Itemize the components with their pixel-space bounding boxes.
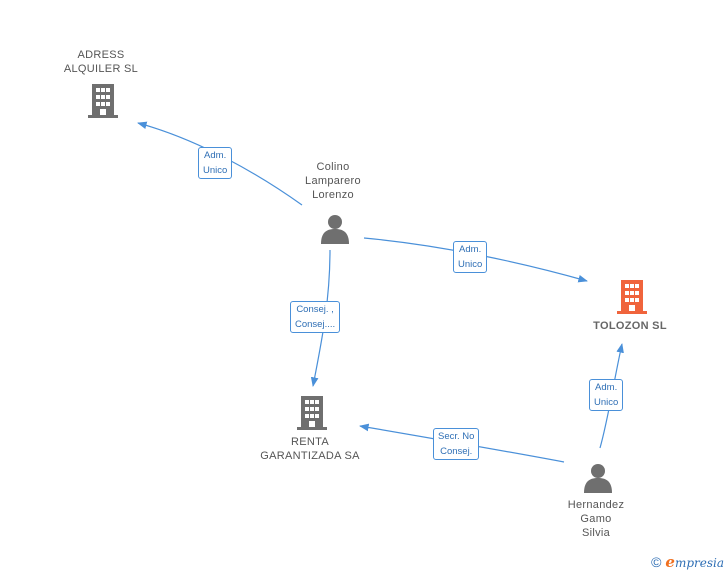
person-icon[interactable] — [321, 215, 349, 244]
node-label-colino[interactable]: Colino Lamparero Lorenzo — [305, 161, 361, 201]
building-icon[interactable] — [88, 84, 118, 118]
node-label-renta[interactable]: RENTA GARANTIZADA SA — [260, 436, 360, 462]
footer-brand: © empresia — [651, 553, 724, 571]
node-label-adress[interactable]: ADRESS ALQUILER SL — [63, 49, 139, 75]
edge-label-hernandez-tolozon: Adm. Unico — [589, 379, 624, 411]
building-icon[interactable] — [297, 396, 327, 430]
edge-label-colino-renta: Consej. , Consej.... — [290, 301, 341, 333]
node-label-hernandez[interactable]: Hernandez Gamo Silvia — [567, 499, 625, 539]
brand-logo: empresia — [665, 553, 724, 571]
building-icon[interactable] — [617, 280, 647, 314]
copyright-icon: © — [651, 554, 662, 570]
edge-label-colino-adress: Adm. Unico — [198, 147, 233, 179]
node-label-tolozon[interactable]: TOLOZON SL — [593, 320, 667, 332]
edge-label-hernandez-renta: Secr. No Consej. — [433, 428, 480, 460]
edge-label-colino-tolozon: Adm. Unico — [453, 241, 488, 273]
person-icon[interactable] — [584, 464, 612, 493]
